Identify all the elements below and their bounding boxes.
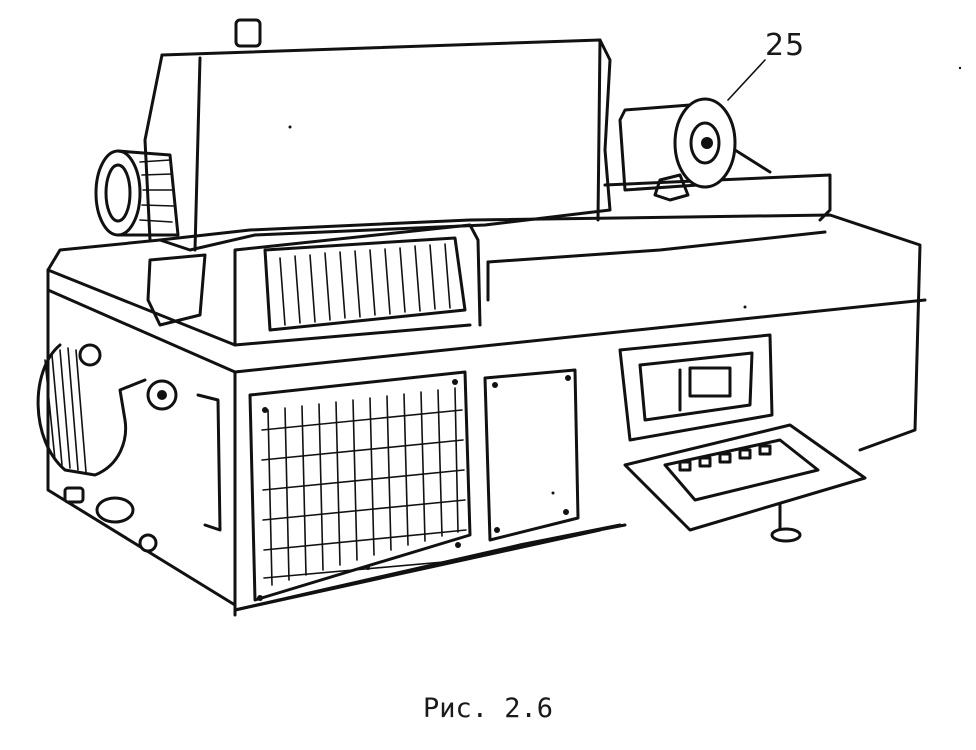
figure-caption: Рис. 2.6 <box>422 693 554 724</box>
machine-base <box>46 213 927 617</box>
spindle-head <box>486 103 832 302</box>
access-door <box>483 368 580 542</box>
indicator-window <box>618 333 774 442</box>
scan-specks <box>288 66 962 570</box>
lower-grille <box>248 370 472 602</box>
grinding-wheel <box>673 97 772 189</box>
left-panel-controls <box>63 393 222 553</box>
callout-label-25: 25 <box>765 28 806 63</box>
left-drum <box>94 149 180 237</box>
upper-housing <box>143 38 612 347</box>
upper-grille <box>263 236 467 332</box>
top-knob <box>234 18 262 48</box>
left-handwheel <box>36 343 178 477</box>
callout-leader <box>727 59 766 101</box>
control-panel <box>623 423 867 543</box>
